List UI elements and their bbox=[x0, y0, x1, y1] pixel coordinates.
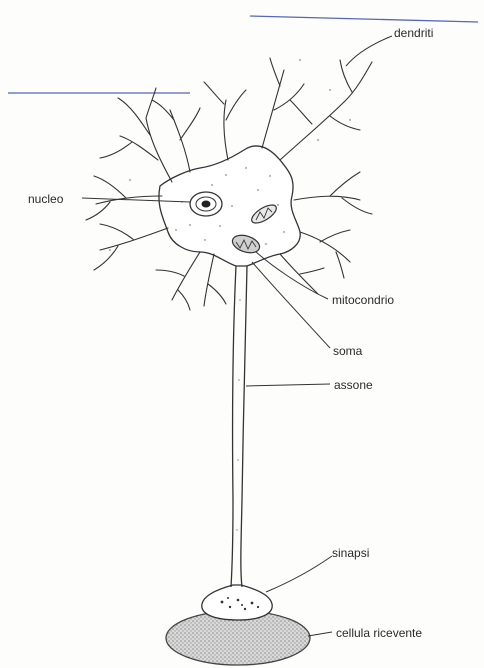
label-dendriti: dendriti bbox=[394, 26, 433, 40]
label-mitocondrio: mitocondrio bbox=[332, 293, 394, 307]
leader-mitocondrio bbox=[256, 252, 328, 299]
axon bbox=[231, 266, 247, 587]
label-nucleo: nucleo bbox=[28, 192, 63, 206]
synaptic-terminal bbox=[202, 585, 272, 620]
label-cellula-ricevente: cellula ricevente bbox=[336, 626, 422, 640]
leader-cellula bbox=[308, 632, 332, 636]
label-assone: assone bbox=[334, 378, 373, 392]
leader-sinapsi bbox=[266, 556, 332, 592]
scan-line-top bbox=[250, 16, 478, 22]
soma bbox=[159, 146, 300, 266]
leader-assone bbox=[246, 384, 330, 386]
label-sinapsi: sinapsi bbox=[332, 546, 369, 560]
leader-soma bbox=[252, 262, 330, 348]
leader-dendriti bbox=[346, 36, 392, 66]
label-soma: soma bbox=[333, 344, 362, 358]
nucleus bbox=[190, 192, 222, 216]
